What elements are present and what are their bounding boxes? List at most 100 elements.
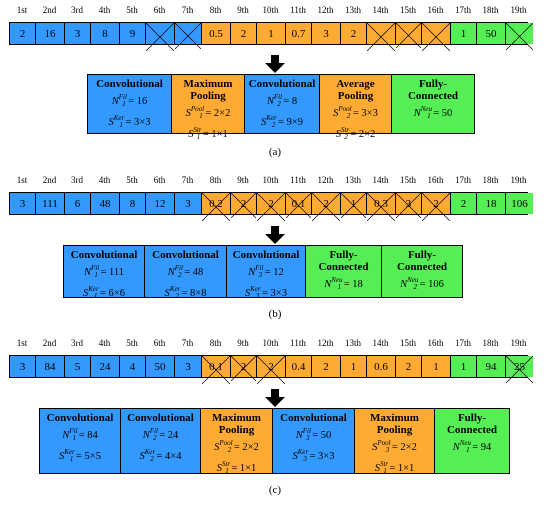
- param-symbol: S: [216, 463, 222, 474]
- gene-value: 2: [323, 197, 329, 210]
- param-subscript: 1: [427, 112, 431, 120]
- param-symbol: S: [59, 451, 65, 462]
- gene-value: 3: [74, 27, 81, 40]
- param-subscript: 3: [255, 292, 260, 300]
- param-subscript: 3: [306, 434, 310, 442]
- gene-cell: 3: [10, 356, 36, 377]
- position-label: 3rd: [71, 338, 83, 348]
- param-subscript: 2: [153, 434, 157, 442]
- panel-caption-a: (a): [268, 146, 282, 158]
- layer-title: Maximum: [183, 78, 233, 90]
- layer-title: Average: [336, 78, 375, 90]
- gene-value: 106: [511, 197, 528, 210]
- gene-cell: 0.7: [286, 23, 312, 44]
- position-label: 5th: [126, 175, 138, 185]
- gene-value: 1: [268, 27, 274, 40]
- param-subscript: 2: [175, 292, 179, 300]
- disabled-cross-icon: [257, 193, 285, 221]
- gene-cell: 3: [10, 193, 36, 214]
- disabled-cross-icon: [202, 356, 230, 384]
- layer-param: NFil1 = 84: [40, 424, 120, 445]
- position-label: 17th: [454, 175, 471, 185]
- param-subscript: 3: [303, 455, 307, 463]
- param-symbol: S: [188, 129, 194, 140]
- gene-cell: 24: [91, 356, 120, 377]
- position-label: 6th: [153, 5, 166, 15]
- position-label: 8th: [209, 5, 222, 15]
- position-label: 4th: [98, 5, 111, 15]
- layer-param: SKer1 = 5×5: [40, 445, 120, 466]
- position-label: 1st: [16, 5, 28, 15]
- layer-param: SKer1 = 3×3: [88, 111, 171, 132]
- layer-title: Convolutional: [152, 249, 219, 261]
- gene-value: 1: [460, 360, 467, 373]
- gene-cell: 111: [36, 193, 65, 214]
- param-subscript: 1: [94, 271, 98, 279]
- disabled-cross-icon: [422, 193, 450, 221]
- param-value: = 24: [156, 430, 179, 441]
- gene-value: 5: [74, 360, 81, 373]
- layer-param: SPool2 = 2×2: [201, 436, 272, 457]
- gene-cell: 0.6: [367, 356, 396, 377]
- gene-cell: 1: [451, 23, 477, 44]
- gene-cell: 2: [312, 193, 341, 214]
- position-label: 11th: [290, 5, 306, 15]
- layer-title: Connected: [407, 90, 459, 102]
- down-arrow-icon: [265, 389, 285, 407]
- gene-cell: 2: [10, 23, 36, 44]
- layer-param: SKer2 = 8×8: [145, 282, 226, 303]
- gene-cell: 3: [175, 356, 202, 377]
- gene-cell: 84: [36, 356, 65, 377]
- param-subscript: 1: [196, 133, 201, 141]
- position-label: 3rd: [71, 5, 83, 15]
- position-label: 18th: [482, 5, 499, 15]
- gene-cell: 2: [257, 356, 286, 377]
- param-subscript: 2: [277, 100, 281, 108]
- param-symbol: S: [164, 288, 170, 299]
- layer-title: Connected: [318, 261, 369, 273]
- position-label: 19th: [510, 5, 527, 15]
- layer-param: NFil2 = 24: [121, 424, 200, 445]
- param-superscript: Str: [379, 460, 389, 468]
- param-symbol: N: [400, 279, 408, 290]
- param-symbol: S: [335, 129, 341, 140]
- position-label: 15th: [399, 338, 416, 348]
- gene-value: 48: [99, 197, 111, 210]
- position-label: 15th: [399, 175, 416, 185]
- gene-value: 84: [44, 360, 56, 373]
- layer-title: Pooling: [376, 424, 413, 436]
- gene-cell: 8: [91, 23, 120, 44]
- position-label: 14th: [372, 175, 389, 185]
- param-superscript: Str: [193, 126, 202, 134]
- param-superscript: Fil: [118, 93, 127, 101]
- layer-param: NNeu1 = 18: [306, 273, 381, 294]
- param-value: = 2×2: [347, 129, 376, 140]
- disabled-cross-icon: [367, 23, 395, 51]
- gene-cell: 4: [120, 356, 146, 377]
- gene-value: 1: [460, 27, 467, 40]
- gene-cell: [175, 23, 202, 44]
- param-value: = 106: [416, 279, 444, 290]
- gene-value: 2: [323, 360, 329, 373]
- gene-value: 0.6: [374, 360, 388, 373]
- layer-title: Maximum: [212, 412, 261, 424]
- gene-value: 0.7: [291, 27, 306, 40]
- position-label: 11th: [290, 175, 306, 185]
- gene-cell: 3: [175, 193, 202, 214]
- disabled-cross-icon: [506, 23, 533, 50]
- param-symbol: N: [324, 279, 332, 290]
- param-value: = 111: [97, 267, 124, 278]
- gene-value: 2: [460, 197, 467, 210]
- param-value: = 3×3: [350, 108, 378, 119]
- layer-param: NNeu2 = 106: [382, 273, 462, 294]
- param-superscript: Neu: [459, 439, 471, 447]
- disabled-cross-icon: [175, 23, 201, 49]
- layer-title: Convolutional: [70, 249, 138, 261]
- param-superscript: Ker: [297, 448, 309, 456]
- position-label: 10th: [262, 5, 279, 15]
